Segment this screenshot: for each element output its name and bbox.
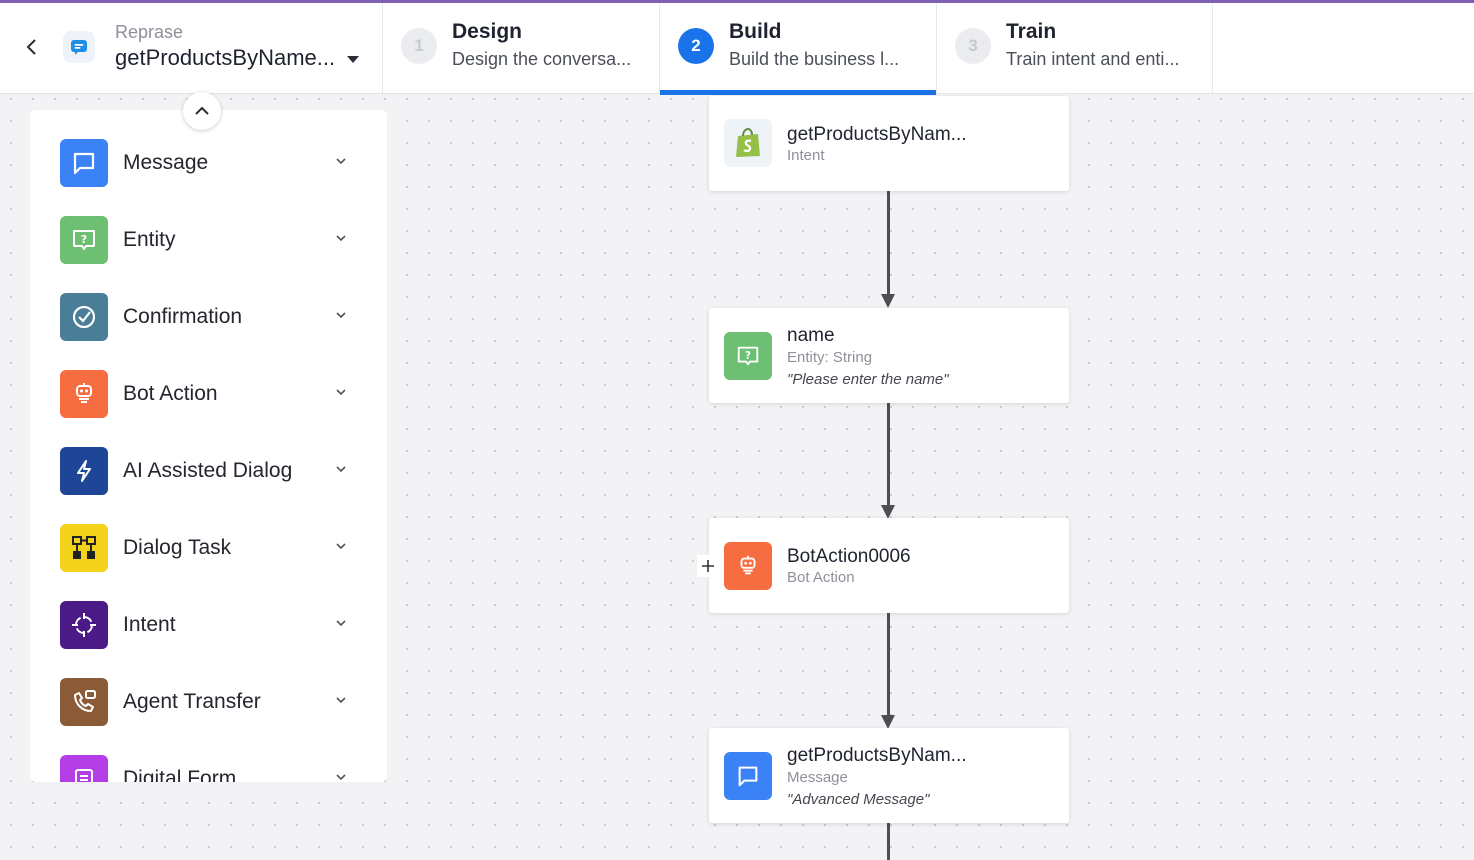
node-palette: Message ? Entity Confirmation Bot Action… [30,110,387,782]
arrow-head-icon [881,505,895,519]
node-type: Message [787,769,848,786]
chevron-down-icon[interactable] [335,232,347,244]
chevron-down-icon[interactable] [335,386,347,398]
node-description: "Please enter the name" [787,371,949,388]
palette-item-label: Message [123,151,209,174]
entity-question-icon: ? [60,216,108,264]
palette-item-label: Dialog Task [123,536,232,559]
app-dropdown-caret-icon[interactable] [347,56,359,63]
flow-connector [887,191,890,295]
palette-item-label: Entity [123,228,176,251]
step-design[interactable]: 1 Design Design the conversa... [382,3,659,94]
step-title: Build [729,20,782,43]
palette-item-message[interactable]: Message [30,133,387,210]
flowchart-icon [60,524,108,572]
node-type: Intent [787,147,825,164]
step-number: 2 [678,28,714,64]
palette-item-bot-action[interactable]: Bot Action [30,364,387,441]
check-circle-icon [60,293,108,341]
arrow-head-icon [881,715,895,729]
node-title: getProductsByNam... [787,745,967,766]
phone-transfer-icon [60,678,108,726]
palette-item-dialog-task[interactable]: Dialog Task [30,518,387,595]
flow-node-entity[interactable]: ? name Entity: String "Please enter the … [709,308,1069,403]
entity-question-icon: ? [724,332,772,380]
flow-connector [887,403,890,506]
flow-node-bot-action[interactable]: BotAction0006 Bot Action [709,518,1069,613]
palette-item-label: AI Assisted Dialog [123,459,293,482]
top-header: Reprase getProductsByName... 1 Design De… [0,3,1474,95]
palette-item-label: Digital Form [123,767,237,782]
step-train[interactable]: 3 Train Train intent and enti... [936,3,1213,94]
chevron-down-icon[interactable] [335,155,347,167]
node-title: BotAction0006 [787,546,911,567]
flow-connector [887,823,890,860]
svg-text:?: ? [745,351,751,362]
step-number: 3 [955,28,991,64]
flow-connector [887,613,890,716]
arrow-head-icon [881,294,895,308]
add-node-plus-icon[interactable] [697,555,719,577]
shopify-bag-icon [724,119,772,167]
node-title: getProductsByNam... [787,124,967,145]
chevron-down-icon[interactable] [335,617,347,629]
flow-node-intent[interactable]: getProductsByNam... Intent [709,96,1069,191]
palette-item-agent-transfer[interactable]: Agent Transfer [30,672,387,749]
chevron-down-icon[interactable] [335,540,347,552]
palette-item-label: Confirmation [123,305,243,328]
chevron-down-icon[interactable] [335,309,347,321]
flow-node-message[interactable]: getProductsByNam... Message "Advanced Me… [709,728,1069,823]
app-title[interactable]: getProductsByName... [115,45,336,70]
palette-item-label: Agent Transfer [123,690,261,713]
bot-app-icon [63,31,95,63]
lightning-icon [60,447,108,495]
palette-item-intent[interactable]: Intent [30,595,387,672]
top-accent-line [0,0,1474,3]
robot-icon [60,370,108,418]
crosshair-icon [60,601,108,649]
chevron-down-icon[interactable] [335,463,347,475]
step-number: 1 [401,28,437,64]
palette-item-confirmation[interactable]: Confirmation [30,287,387,364]
palette-item-digital-form[interactable]: Digital Form [30,749,387,782]
step-subtitle: Design the conversa... [452,49,632,69]
palette-item-label: Bot Action [123,382,218,405]
palette-item-label: Intent [123,613,176,636]
svg-text:?: ? [81,233,87,246]
chevron-down-icon[interactable] [335,694,347,706]
node-type: Entity: String [787,349,873,366]
step-build[interactable]: 2 Build Build the business l... [659,3,936,95]
robot-icon [724,542,772,590]
chat-bubble-icon [724,752,772,800]
step-subtitle: Train intent and enti... [1006,49,1180,69]
node-type: Bot Action [787,569,855,586]
app-subtitle: Reprase [115,22,184,42]
palette-item-entity[interactable]: ? Entity [30,210,387,287]
step-subtitle: Build the business l... [729,49,900,69]
node-title: name [787,325,835,346]
form-icon [60,755,108,782]
node-description: "Advanced Message" [787,791,930,808]
chevron-down-icon[interactable] [335,771,347,782]
palette-item-ai-assisted-dialog[interactable]: AI Assisted Dialog [30,441,387,518]
step-title: Design [452,20,523,43]
back-icon[interactable] [22,35,42,59]
collapse-palette-button[interactable] [183,92,221,130]
step-title: Train [1006,20,1057,43]
chat-bubble-icon [60,139,108,187]
